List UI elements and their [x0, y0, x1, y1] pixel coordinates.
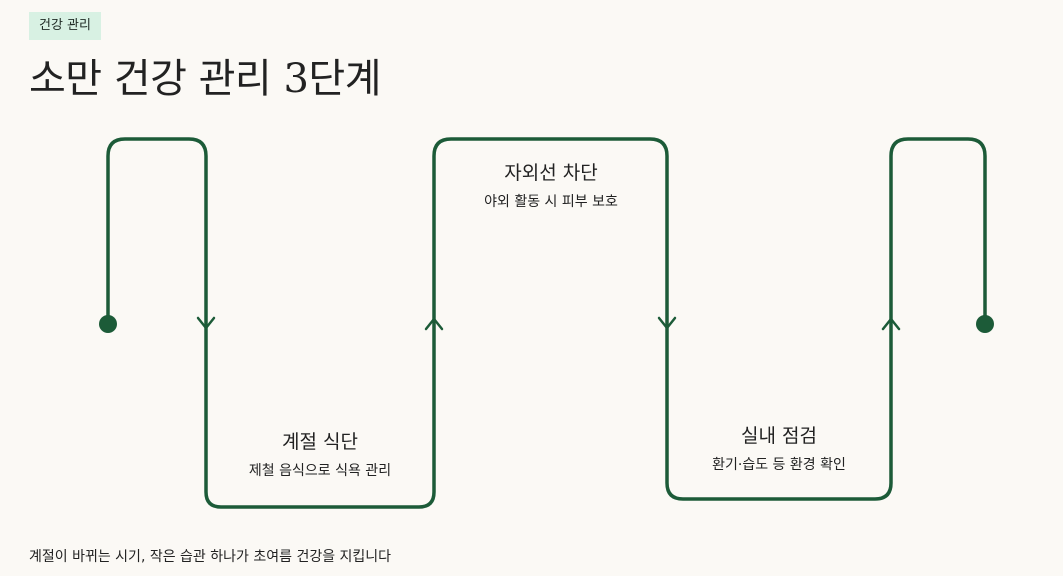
step-indoor-check: 실내 점검 환기·습도 등 환경 확인 — [659, 424, 899, 474]
category-badge: 건강 관리 — [29, 12, 101, 40]
step-title: 실내 점검 — [741, 425, 817, 447]
end-dot — [976, 315, 994, 333]
step-description: 환기·습도 등 환경 확인 — [712, 457, 846, 473]
start-dot — [99, 315, 117, 333]
arrow-down-icon — [657, 316, 677, 330]
step-description: 제철 음식으로 식욕 관리 — [248, 463, 392, 479]
step-seasonal-diet: 계절 식단 제철 음식으로 식욕 관리 — [200, 430, 440, 480]
step-uv-protection: 자외선 차단 야외 활동 시 피부 보호 — [431, 161, 671, 211]
footer-caption: 계절이 바뀌는 시기, 작은 습관 하나가 초여름 건강을 지킵니다 — [29, 549, 392, 565]
arrow-up-icon — [424, 317, 444, 331]
arrow-up-icon — [881, 317, 901, 331]
page-title: 소만 건강 관리 3단계 — [29, 56, 382, 102]
step-title: 자외선 차단 — [504, 162, 598, 184]
flow-path — [106, 137, 987, 509]
step-description: 야외 활동 시 피부 보호 — [484, 194, 618, 210]
arrow-down-icon — [196, 316, 216, 330]
step-title: 계절 식단 — [282, 431, 358, 453]
